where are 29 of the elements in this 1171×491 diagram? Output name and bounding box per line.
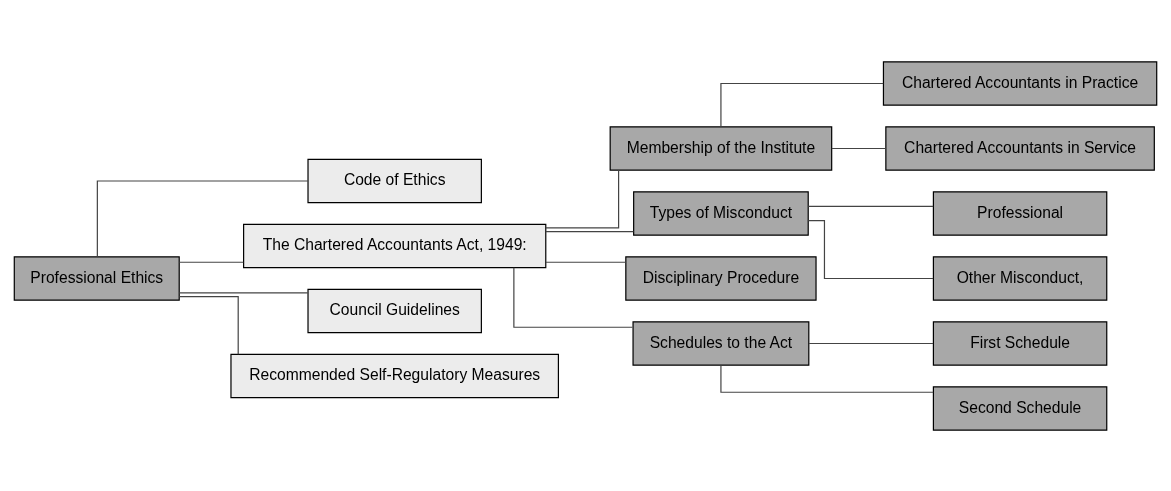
node-box: Disciplinary Procedure	[625, 255, 817, 301]
connector	[178, 295, 239, 355]
connector	[545, 169, 620, 229]
connector	[96, 179, 309, 257]
node-box: Other Misconduct,	[932, 255, 1108, 301]
connector	[545, 261, 627, 263]
connector	[720, 82, 884, 127]
node-box: First Schedule	[932, 320, 1108, 366]
connector	[807, 219, 934, 279]
node-box: Schedules to the Act	[632, 320, 810, 366]
connector	[178, 261, 244, 263]
node-box: Chartered Accountants in Service	[885, 125, 1155, 171]
connector	[720, 364, 934, 393]
node-box: Professional	[932, 190, 1108, 236]
node-box: Recommended Self-Regulatory Measures	[230, 353, 559, 398]
node-box: Council Guidelines	[307, 288, 482, 333]
connector	[513, 266, 634, 328]
node-box: Chartered Accountants in Practice	[882, 60, 1158, 106]
connector	[808, 342, 934, 344]
node-box: Professional Ethics	[13, 255, 180, 301]
connector	[831, 147, 887, 149]
node-box: Second Schedule	[932, 385, 1108, 431]
node-box: Code of Ethics	[307, 158, 482, 203]
connector	[178, 291, 309, 294]
connector	[807, 205, 934, 207]
node-box: Membership of the Institute	[609, 125, 833, 171]
node-box: Types of Misconduct	[633, 190, 809, 236]
connector	[545, 230, 634, 232]
node-box: The Chartered Accountants Act, 1949:	[243, 223, 547, 268]
